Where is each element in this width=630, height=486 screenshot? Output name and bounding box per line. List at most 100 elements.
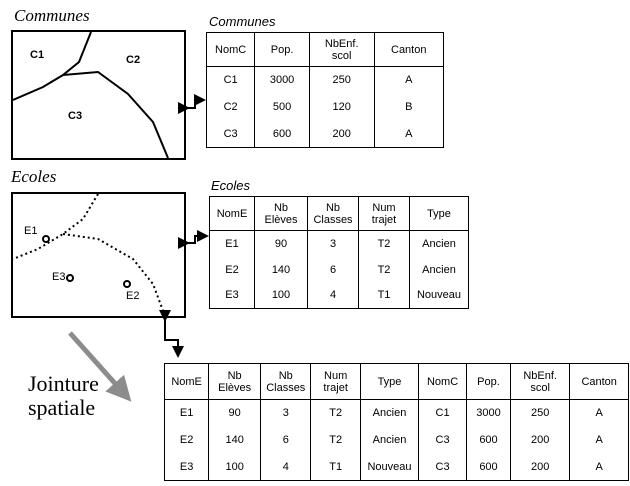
table-header-label: Num trajet <box>323 369 348 394</box>
table-cell: E1 <box>163 399 210 427</box>
table-header: Type <box>359 363 420 400</box>
table-cell: Nouveau <box>359 453 420 481</box>
table-cell: T2 <box>358 230 410 257</box>
communes-boundaries <box>13 32 169 158</box>
table-cell: Ancien <box>359 399 420 427</box>
ecoles-map-title: Ecoles <box>11 167 57 186</box>
table-header: Num trajet <box>310 363 361 400</box>
table-header: Pop. <box>466 363 511 400</box>
table-cell: 3000 <box>254 66 310 94</box>
table-cell: 600 <box>466 426 511 454</box>
table-cell: E3 <box>209 282 255 309</box>
table-cell: Ancien <box>409 230 469 257</box>
table-cell: C1 <box>205 66 256 94</box>
school-point-e3 <box>66 274 74 282</box>
table-header-label: Nb Elèves <box>264 201 298 226</box>
school-point-e1 <box>42 235 50 243</box>
table-cell: A <box>569 453 629 481</box>
table-header-label: Num trajet <box>371 201 397 226</box>
table-cell: C2 <box>205 93 256 121</box>
region-label-c3: C3 <box>68 110 83 122</box>
table-cell: A <box>569 399 629 427</box>
table-cell: C3 <box>418 453 468 481</box>
table-header: Type <box>409 196 469 231</box>
table-cell: 250 <box>509 399 571 427</box>
table-cell: 4 <box>307 282 359 309</box>
table-header-label: NbEnf. scol <box>523 369 557 394</box>
table-cell: T1 <box>358 282 410 309</box>
table-cell: A <box>373 120 444 148</box>
ecoles-table: NomE Nb Elèves Nb Classes Num trajet Typ… <box>209 196 469 309</box>
table-cell: 90 <box>254 230 308 257</box>
table-header-label: NbEnf. scol <box>324 37 359 62</box>
table-header: Nb Classes <box>307 196 359 231</box>
table-header: Nb Classes <box>260 363 312 400</box>
table-cell: A <box>373 66 444 94</box>
ecoles-boundaries <box>13 194 166 316</box>
table-cell: C3 <box>418 426 468 454</box>
table-header: NbEnf. scol <box>308 32 375 67</box>
table-cell: E2 <box>163 426 210 454</box>
table-cell: 100 <box>254 282 308 309</box>
communes-link-arrow <box>178 94 206 114</box>
ecoles-link-arrow <box>178 230 209 249</box>
table-header: Canton <box>569 363 629 400</box>
table-cell: B <box>373 93 444 121</box>
table-header: NomC <box>205 32 256 67</box>
table-cell: 3 <box>260 399 312 427</box>
table-header: Canton <box>373 32 444 67</box>
table-cell: 200 <box>509 453 571 481</box>
table-header: Pop. <box>254 32 310 67</box>
table-cell: 200 <box>509 426 571 454</box>
table-cell: 600 <box>466 453 511 481</box>
table-cell: 200 <box>308 120 375 148</box>
table-cell: 100 <box>208 453 262 481</box>
region-label-c2: C2 <box>126 54 141 66</box>
jointure-spatiale-label: Jointure spatiale <box>28 371 99 420</box>
table-cell: 250 <box>308 66 375 94</box>
table-cell: 3000 <box>466 399 511 427</box>
table-header: NomC <box>418 363 468 400</box>
table-cell: 90 <box>208 399 262 427</box>
table-cell: T2 <box>310 426 361 454</box>
table-cell: E3 <box>163 453 210 481</box>
school-point-e2 <box>123 280 131 288</box>
table-cell: 4 <box>260 453 312 481</box>
table-cell: 500 <box>254 93 310 121</box>
table-cell: 140 <box>208 426 262 454</box>
school-label-e2: E2 <box>126 290 140 302</box>
table-cell: 6 <box>307 256 359 283</box>
table-header-label: Nb Classes <box>313 201 353 226</box>
table-cell: Ancien <box>409 256 469 283</box>
table-cell: 600 <box>254 120 310 148</box>
table-header: Nb Elèves <box>254 196 308 231</box>
table-header-label: Nb Classes <box>266 369 306 394</box>
table-cell: E2 <box>209 256 255 283</box>
communes-map: C1 C2 C3 <box>11 30 186 160</box>
table-header: Num trajet <box>358 196 410 231</box>
table-cell: 140 <box>254 256 308 283</box>
table-cell: A <box>569 426 629 454</box>
table-cell: Ancien <box>359 426 420 454</box>
table-cell: 120 <box>308 93 375 121</box>
ecoles-table-title: Ecoles <box>211 178 251 193</box>
table-cell: 6 <box>260 426 312 454</box>
ecoles-map: E1 E3 E2 <box>11 192 186 318</box>
table-cell: C3 <box>205 120 256 148</box>
table-cell: T2 <box>310 399 361 427</box>
school-label-e3: E3 <box>52 271 66 283</box>
communes-table-title: Communes <box>209 14 276 29</box>
table-cell: C1 <box>418 399 468 427</box>
table-cell: T2 <box>358 256 410 283</box>
region-label-c1: C1 <box>30 49 45 61</box>
table-header: NomE <box>209 196 255 231</box>
